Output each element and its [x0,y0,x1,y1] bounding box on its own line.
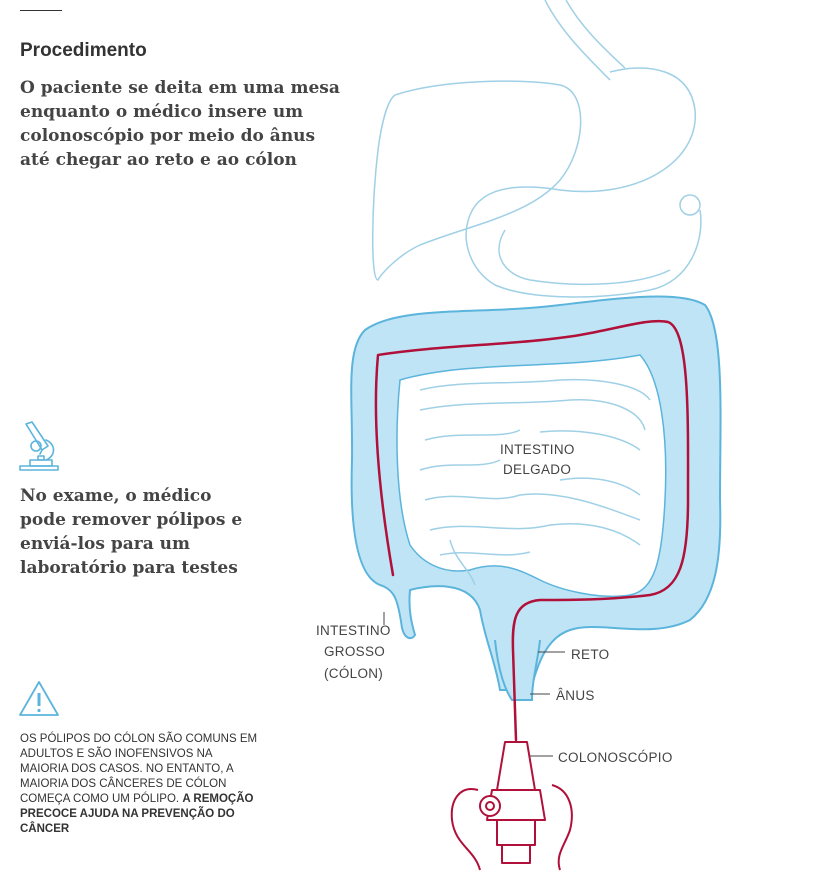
procedure-text: O paciente se deita em uma mesa enquanto… [20,78,340,170]
esophagus [544,0,626,81]
rectum [494,639,541,701]
colonoscope-tube [374,319,690,742]
exam-note-text: No exame, o médico pode remover pólipos … [20,486,243,578]
label-rectum: RETO [571,647,609,662]
warning-icon [19,681,59,716]
colon-inner [396,354,667,598]
colonoscope-device [450,741,573,871]
label-small-intestine-1: INTESTINO [500,442,575,457]
microscope-icon [19,421,59,471]
stomach [469,67,696,216]
top-rule [20,10,62,11]
warning-text: OS PÓLIPOS DO CÓLON SÃO COMUNS EM ADULTO… [20,732,260,837]
small-intestine [419,378,651,586]
liver [372,80,582,281]
section-title: Procedimento [20,40,147,61]
label-large-intestine-3: (CÓLON) [324,666,383,681]
label-small-intestine-2: DELGADO [503,462,571,477]
warning-emphasis: A REMOÇÃO PRECOCE AJUDA NA PREVENÇÃO DO … [20,793,254,835]
warning-body: OS PÓLIPOS DO CÓLON SÃO COMUNS EM ADULTO… [20,733,258,805]
label-anus: ÂNUS [556,688,595,703]
duodenum [465,209,702,298]
label-large-intestine-1: INTESTINO [316,623,391,638]
label-large-intestine-2: GROSSO [324,644,385,659]
label-colonoscope: COLONOSCÓPIO [558,750,673,765]
